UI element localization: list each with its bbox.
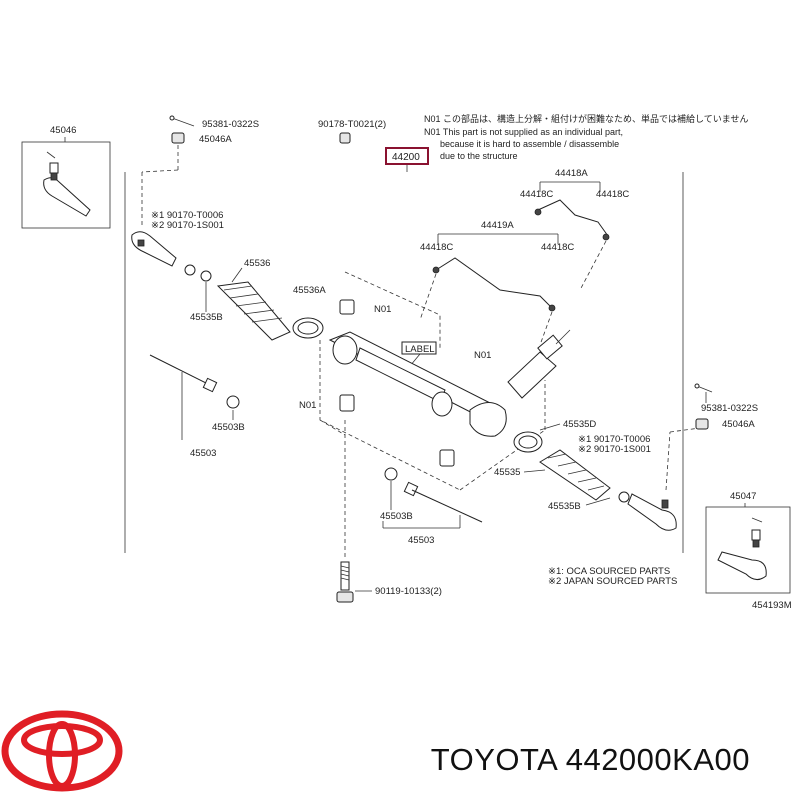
part-label-95381-right: 95381-0322S [701, 403, 758, 414]
part-label-45535D: 45535D [563, 419, 596, 430]
nut-icon [171, 132, 185, 144]
clip-nut-icon [339, 132, 351, 144]
leader-dash-right-mid [669, 427, 701, 433]
steering-rack-housing [328, 331, 507, 437]
dust-boot-right [539, 449, 611, 501]
line-dash-3 [539, 311, 553, 346]
toyota-logo [1, 710, 123, 792]
tie-rod-end-left [131, 231, 177, 267]
product-title: TOYOTA 442000KA00 [430, 742, 750, 777]
note-line-2: N01 This part is not supplied as an indi… [424, 127, 623, 137]
fitting-3 [432, 266, 440, 274]
part-label-45536: 45536 [244, 258, 270, 269]
tie-rod-end-icon-right [717, 517, 767, 580]
clamp-band-left [292, 317, 324, 339]
legend-line-2: ※2 JAPAN SOURCED PARTS [548, 576, 677, 587]
label-tag-text: LABEL [405, 344, 435, 355]
fitting-1 [534, 208, 542, 216]
pressure-line-44418A [537, 199, 609, 237]
part-label-45046A-top: 45046A [199, 134, 232, 145]
line-dash-1 [419, 273, 437, 321]
rack-assembly-outline [319, 271, 546, 491]
note-line-3: because it is hard to assemble / disasse… [440, 139, 619, 149]
part-label-44418A: 44418A [555, 168, 588, 179]
mount-bushing-top [339, 299, 355, 315]
part-label-90119: 90119-10133(2) [375, 586, 442, 597]
part-label-44418C-2: 44418C [596, 189, 629, 200]
part-label-45535B-left: 45535B [190, 312, 223, 323]
washer-left [226, 395, 240, 409]
inset-box-45046 [21, 141, 111, 229]
part-label-44418C-3: 44418C [420, 242, 453, 253]
cotter-pin-icon [169, 115, 195, 127]
note-line-1: N01 この部品は、構造上分解・組付けが困難なため、単品では補給していません [424, 113, 748, 124]
cotter-pin-right-icon [694, 383, 713, 393]
part-label-44419A: 44419A [481, 220, 514, 231]
part-label-45535B-right: 45535B [548, 501, 581, 512]
return-line-44419A [435, 257, 553, 309]
label-tag: LABEL [401, 341, 437, 367]
part-label-44418C-4: 44418C [541, 242, 574, 253]
tie-rod-end-icon-left [43, 151, 91, 217]
fitting-4 [548, 304, 556, 312]
figure-id: 454193M [752, 600, 792, 611]
leader-45535D [539, 423, 561, 431]
inset-box-45047 [705, 506, 791, 594]
tie-rod-end-right [627, 493, 677, 531]
part-label-45503-right: 45503 [408, 535, 434, 546]
note-line-4: due to the structure [440, 151, 518, 161]
part-label-45046A-right: 45046A [722, 419, 755, 430]
part-label-45503-left: 45503 [190, 448, 216, 459]
part-label-44200[interactable]: 44200 [392, 152, 420, 163]
ref-right-2: ※2 90170-1S001 [578, 444, 651, 455]
inner-tie-rod-right [403, 481, 483, 523]
leader-dash-left-mid [141, 169, 179, 173]
part-44200-highlight[interactable] [385, 147, 429, 165]
part-label-45503B-right: 45503B [380, 511, 413, 522]
ref-right-1: ※1 90170-T0006 [578, 434, 650, 445]
pinion-valve [507, 329, 571, 399]
part-label-45536A: 45536A [293, 285, 326, 296]
legend-line-1: ※1: OCA SOURCED PARTS [548, 566, 670, 577]
lock-nut-right [618, 491, 630, 503]
n01-mark-c: N01 [299, 400, 316, 411]
washer-right [384, 467, 398, 481]
n01-mark-a: N01 [374, 304, 391, 315]
fitting-2 [602, 233, 610, 241]
part-label-45046: 45046 [50, 125, 76, 136]
dust-boot-left [216, 281, 291, 341]
lock-nut-left-1 [184, 264, 196, 276]
n01-mark-b: N01 [474, 350, 491, 361]
mount-bushing-mid [339, 394, 355, 412]
part-label-95381-top: 95381-0322S [202, 119, 259, 130]
part-label-45503B-left: 45503B [212, 422, 245, 433]
leader-45536 [231, 267, 243, 283]
nut-right-icon [695, 418, 709, 430]
line-dash-2 [579, 240, 607, 291]
inner-tie-rod-left [149, 354, 218, 393]
leader-45535 [523, 469, 546, 473]
lock-nut-left-2 [200, 270, 212, 282]
mount-bolt-icon [336, 561, 354, 603]
leader-dash-right-vert [665, 431, 671, 491]
ref-left-1: ※1 90170-T0006 [151, 210, 223, 221]
leader-45535B-right [585, 497, 611, 506]
mount-bushing-low [439, 449, 455, 467]
part-label-90178: 90178-T0021(2) [318, 119, 386, 130]
clamp-band-right [513, 431, 543, 453]
part-label-44418C-1: 44418C [520, 189, 553, 200]
part-label-45535: 45535 [494, 467, 520, 478]
ref-left-2: ※2 90170-1S001 [151, 220, 224, 231]
part-label-45047: 45047 [730, 491, 756, 502]
